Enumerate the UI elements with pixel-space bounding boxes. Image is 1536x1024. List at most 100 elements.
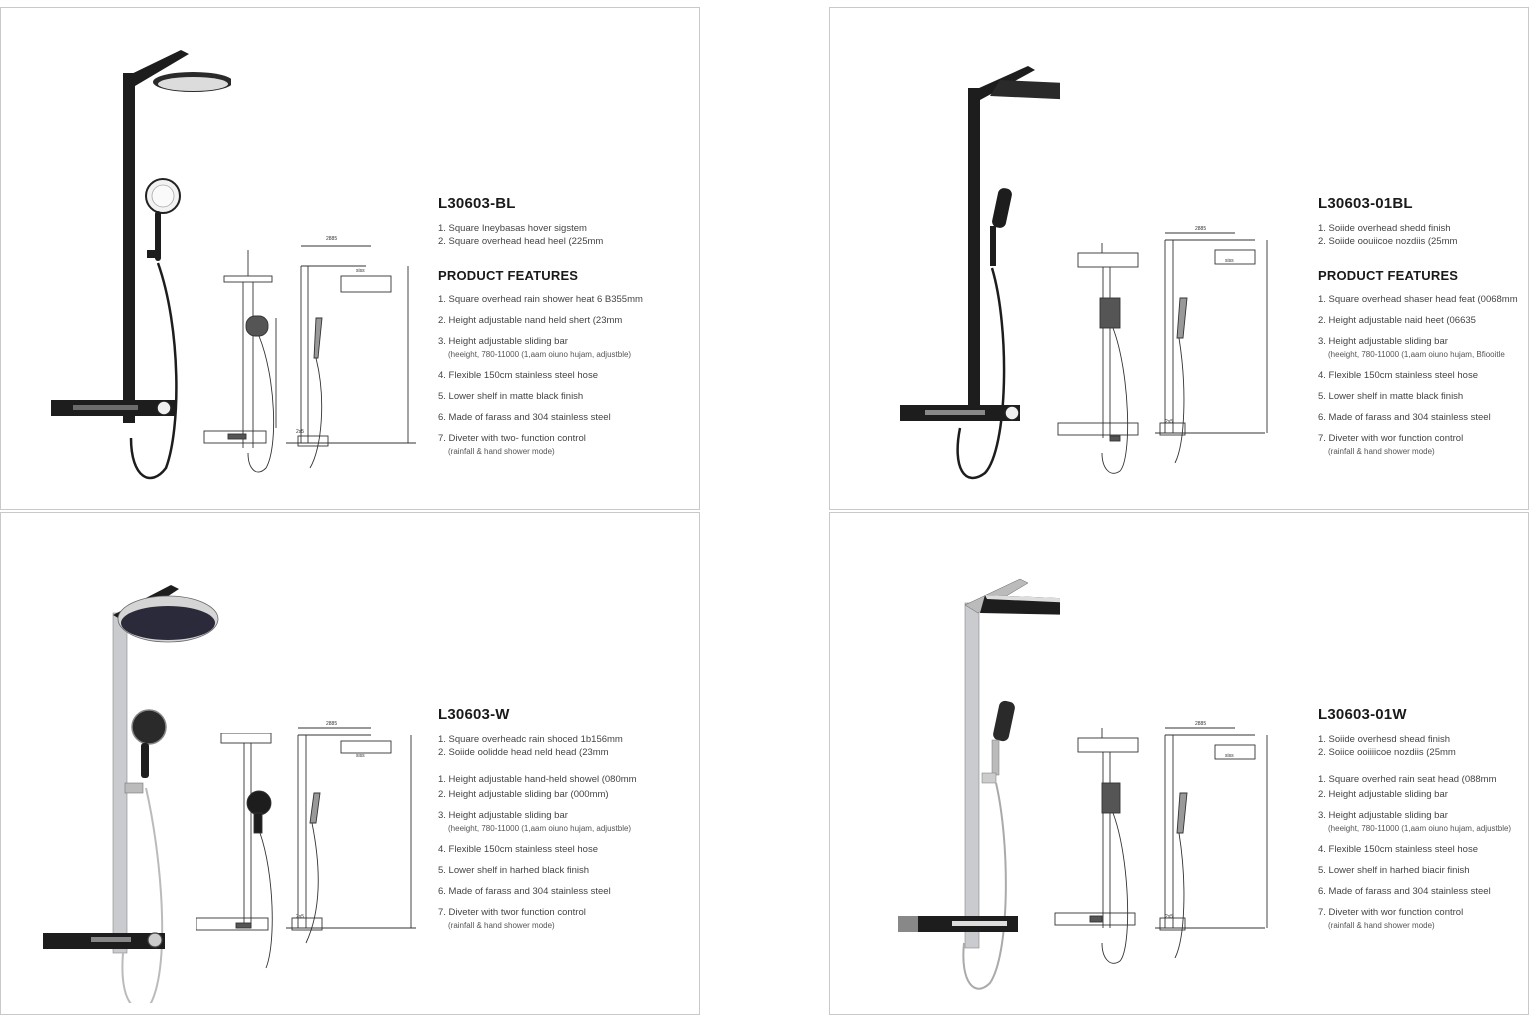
product-photo bbox=[900, 66, 1060, 480]
intro-line: 2. Square overhead head heel (225mm bbox=[438, 236, 604, 247]
dimension-label: siss bbox=[1225, 753, 1234, 759]
feature-text: 7. Diveter with twor function control bbox=[438, 907, 586, 918]
model-title: L30603-01BL bbox=[1318, 195, 1413, 212]
technical-drawing-front bbox=[1054, 728, 1139, 964]
intro-line: 1. Square Ineybasas hover sigstem bbox=[438, 223, 587, 234]
spec-text: L30603-01BL 1. Soiide overhead shedd fin… bbox=[1318, 193, 1528, 466]
features-heading: PRODUCT FEATURES bbox=[1318, 268, 1459, 283]
feature-text: 1. Square overhead shaser head feat (006… bbox=[1318, 294, 1518, 305]
feature-text: 3. Height adjustable sliding bar bbox=[1318, 810, 1448, 821]
product-photo bbox=[898, 578, 1060, 990]
dimension-label: 2885 bbox=[326, 721, 337, 727]
feature-item: 4. Flexible 150cm stainless steel hose bbox=[1318, 369, 1528, 382]
intro-line: 1. Soiide overhesd shead finish bbox=[1318, 734, 1451, 745]
spec-text: L30603-W 1. Square overheadc rain shoced… bbox=[438, 704, 699, 940]
feature-text: 4. Flexible 150cm stainless steel hose bbox=[1318, 844, 1478, 855]
feature-item: 5. Lower shelf in matte black finish bbox=[438, 390, 699, 403]
feature-item: 7. Diveter with wor function control (rai… bbox=[1318, 432, 1528, 458]
feature-item: 3. Height adjustable sliding bar (heeight… bbox=[1318, 335, 1528, 361]
feature-item: 3. Height adjustable sliding bar(heeight… bbox=[438, 809, 699, 835]
spec-text: L30603-BL 1. Square Ineybasas hover sigs… bbox=[438, 193, 699, 466]
intro-line: 2. Soiice ooiiiicoe nozdiis (25mm bbox=[1318, 747, 1456, 758]
intro-list: 1. Square Ineybasas hover sigstem 2. Squ… bbox=[438, 222, 699, 248]
feature-text: 7. Diveter with wor function control bbox=[1318, 907, 1464, 918]
dimension-label: 2885 bbox=[1195, 226, 1206, 232]
feature-item: 3. Height adjustable sliding bar (heeight… bbox=[438, 335, 699, 361]
spec-text: L30603-01W 1. Soiide overhesd shead fini… bbox=[1318, 704, 1528, 940]
feature-item: 4. Flexible 150cm stainless steel hose bbox=[438, 369, 699, 382]
feature-text: 6. Made of farass and 304 stainless stee… bbox=[1318, 412, 1491, 423]
feature-text: 2. Height adjustable naid heet (06635 bbox=[1318, 315, 1476, 326]
feature-text: 5. Lower shelf in matte black finish bbox=[1318, 391, 1464, 402]
spacer bbox=[1318, 759, 1528, 773]
feature-item: 5. Lower shelf in harhed biacir finish bbox=[1318, 864, 1528, 877]
feature-item: 4. Flexible 150cm stainless steel hose bbox=[1318, 843, 1528, 856]
technical-drawing-side: 2885 siss 2s5 bbox=[1155, 226, 1268, 463]
feature-text: 3. Height adjustable sliding bar bbox=[438, 336, 568, 347]
features-list: 1. Height adjustable hand-held showel (0… bbox=[438, 773, 699, 932]
feature-text: 4. Flexible 150cm stainless steel hose bbox=[438, 844, 598, 855]
feature-text: 6. Made of farass and 304 stainless stee… bbox=[1318, 886, 1491, 897]
feature-text: 3. Height adjustable sliding bar bbox=[438, 810, 568, 821]
feature-subtext: (rainfall & hand shower mode) bbox=[448, 447, 555, 456]
feature-item: 2. Height adjustable nand held shert (23… bbox=[438, 314, 699, 327]
model-title: L30603-W bbox=[438, 706, 510, 723]
feature-item: 1. Height adjustable hand-held showel (0… bbox=[438, 773, 699, 786]
intro-line: 2. Soiide oolidde head neld head (23mm bbox=[438, 747, 609, 758]
feature-subtext: (heeight, 780-11000 (1,aam oiuno hujam, … bbox=[448, 350, 632, 359]
feature-subtext: (rainfall & hand shower mode) bbox=[1328, 921, 1435, 930]
dimension-label: 2s5 bbox=[296, 914, 304, 920]
feature-text: 5. Lower shelf in harhed black finish bbox=[438, 865, 590, 876]
feature-text: 7. Diveter with wor function control bbox=[1318, 433, 1464, 444]
feature-item: 3. Height adjustable sliding bar (heeight… bbox=[1318, 809, 1528, 835]
feature-text: 2. Height adjustable sliding bar (000mm) bbox=[438, 789, 609, 800]
feature-text: 1. Square overhed rain seat head (088mm bbox=[1318, 774, 1497, 785]
feature-item: 4. Flexible 150cm stainless steel hose bbox=[438, 843, 699, 856]
feature-subtext: (heeight, 780-11000 (1,aam oiuno hujam, … bbox=[1328, 350, 1505, 359]
intro-line: 1. Soiide overhead shedd finish bbox=[1318, 223, 1451, 234]
intro-list: 1. Square overheadc rain shoced 1b156mm … bbox=[438, 733, 699, 759]
feature-item: 1. Square overhead rain shower heat 6 B3… bbox=[438, 293, 699, 306]
feature-text: 5. Lower shelf in matte black finish bbox=[438, 391, 584, 402]
dimension-label: 2s5 bbox=[1165, 914, 1173, 920]
feature-item: 2. Height adjustable sliding bar bbox=[1318, 788, 1528, 801]
intro-line: 2. Soiide oouiicoe nozdiis (25mm bbox=[1318, 236, 1458, 247]
intro-line: 1. Square overheadc rain shoced 1b156mm bbox=[438, 734, 623, 745]
feature-item: 6. Made of farass and 304 stainless stee… bbox=[438, 885, 699, 898]
feature-text: 7. Diveter with two- function control bbox=[438, 433, 586, 444]
product-photo bbox=[51, 50, 231, 480]
features-list: 1. Square overhead rain shower heat 6 B3… bbox=[438, 293, 699, 458]
feature-item: 1. Square overhead shaser head feat (006… bbox=[1318, 293, 1528, 306]
feature-text: 4. Flexible 150cm stainless steel hose bbox=[438, 370, 598, 381]
technical-drawing-front bbox=[196, 733, 273, 969]
dimension-label: siss bbox=[356, 268, 365, 274]
feature-text: 1. Square overhead rain shower heat 6 B3… bbox=[438, 294, 643, 305]
feature-text: 2. Height adjustable nand held shert (23… bbox=[438, 315, 623, 326]
model-title: L30603-BL bbox=[438, 195, 516, 212]
intro-list: 1. Soiide overhead shedd finish 2. Soiid… bbox=[1318, 222, 1528, 248]
dimension-label: siss bbox=[1225, 258, 1234, 264]
intro-list: 1. Soiide overhesd shead finish 2. Soiic… bbox=[1318, 733, 1528, 759]
dimension-label: 2885 bbox=[326, 236, 337, 242]
feature-text: 4. Flexible 150cm stainless steel hose bbox=[1318, 370, 1478, 381]
feature-item: 6. Made of farass and 304 stainless stee… bbox=[1318, 885, 1528, 898]
feature-text: 3. Height adjustable sliding bar bbox=[1318, 336, 1448, 347]
feature-item: 7. Diveter with two- function control (ra… bbox=[438, 432, 699, 458]
dimension-label: 2s5 bbox=[1165, 419, 1173, 425]
feature-item: 5. Lower shelf in harhed black finish bbox=[438, 864, 699, 877]
feature-subtext: (rainfall & hand shower mode) bbox=[1328, 447, 1435, 456]
feature-item: 6. Made of farass and 304 stainless stee… bbox=[1318, 411, 1528, 424]
feature-item: 2. Height adjustable naid heet (06635 bbox=[1318, 314, 1528, 327]
feature-item: 1. Square overhed rain seat head (088mm bbox=[1318, 773, 1528, 786]
feature-subtext: (heeight, 780-11000 (1,aam oiuno hujam, … bbox=[1328, 824, 1512, 833]
feature-item: 7. Diveter with twor function control(ra… bbox=[438, 906, 699, 932]
features-heading: PRODUCT FEATURES bbox=[438, 268, 579, 283]
technical-drawing-front bbox=[1057, 243, 1139, 474]
features-list: 1. Square overhed rain seat head (088mm … bbox=[1318, 773, 1528, 932]
